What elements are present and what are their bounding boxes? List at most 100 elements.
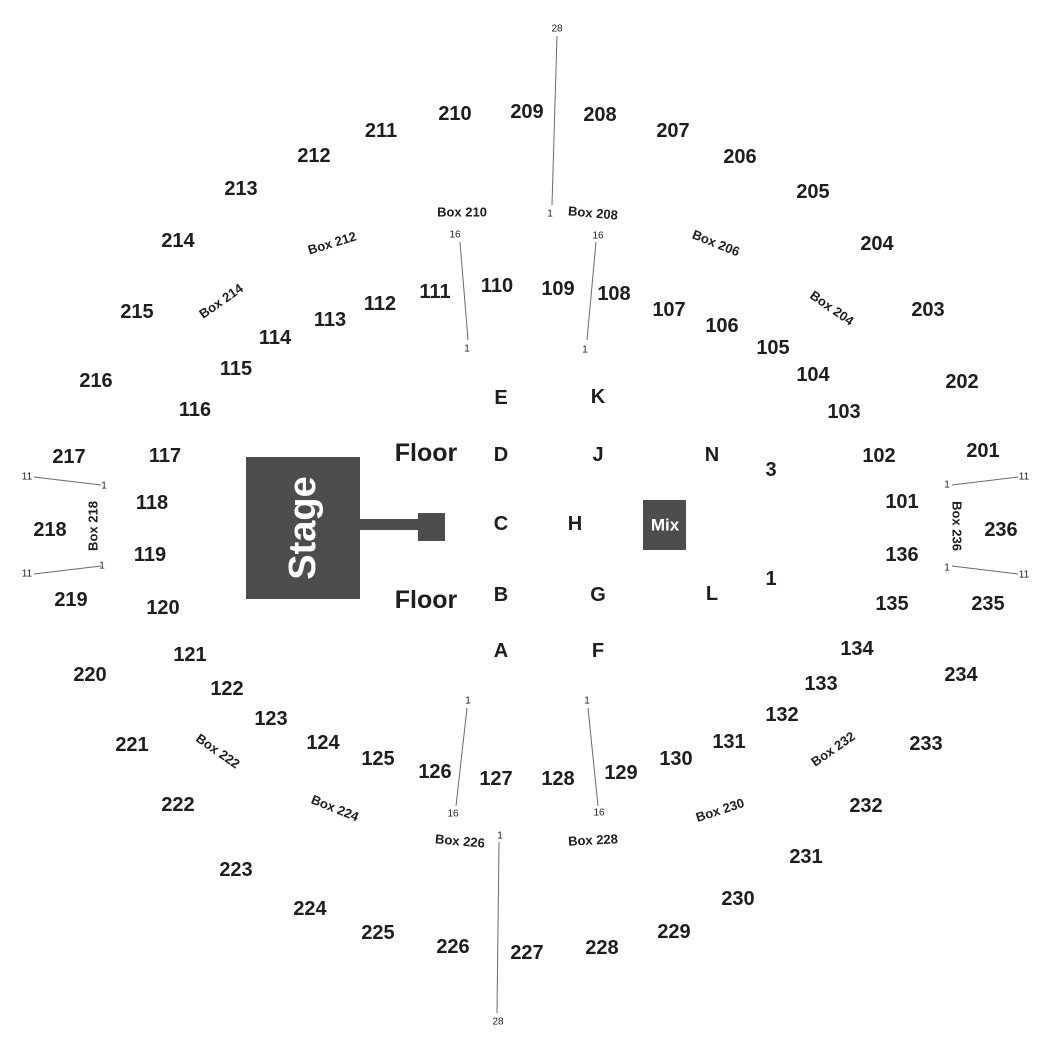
section-133[interactable]: 133 bbox=[804, 673, 837, 695]
section-136[interactable]: 136 bbox=[885, 544, 918, 566]
box-212[interactable]: Box 212 bbox=[306, 229, 358, 258]
section-129[interactable]: 129 bbox=[604, 762, 637, 784]
section-K[interactable]: K bbox=[591, 386, 606, 408]
section-117[interactable]: 117 bbox=[149, 445, 181, 467]
section-201[interactable]: 201 bbox=[966, 440, 999, 462]
section-207[interactable]: 207 bbox=[656, 120, 689, 142]
section-202[interactable]: 202 bbox=[945, 371, 978, 393]
section-111[interactable]: 111 bbox=[419, 281, 450, 303]
section-A[interactable]: A bbox=[494, 640, 508, 662]
section-230[interactable]: 230 bbox=[721, 888, 754, 910]
section-222[interactable]: 222 bbox=[161, 794, 194, 816]
section-107[interactable]: 107 bbox=[652, 299, 685, 321]
section-108[interactable]: 108 bbox=[597, 283, 630, 305]
section-B[interactable]: B bbox=[494, 584, 508, 606]
section-228[interactable]: 228 bbox=[585, 937, 618, 959]
section-134[interactable]: 134 bbox=[840, 638, 874, 660]
box-226[interactable]: Box 226 bbox=[435, 831, 486, 850]
section-208[interactable]: 208 bbox=[583, 104, 616, 126]
section-N[interactable]: N bbox=[705, 444, 719, 466]
section-224[interactable]: 224 bbox=[293, 898, 327, 920]
section-204[interactable]: 204 bbox=[860, 233, 894, 255]
section-209[interactable]: 209 bbox=[510, 101, 543, 123]
box-204[interactable]: Box 204 bbox=[807, 288, 857, 329]
section-227[interactable]: 227 bbox=[510, 942, 543, 964]
section-233[interactable]: 233 bbox=[909, 733, 942, 755]
section-232[interactable]: 232 bbox=[849, 795, 882, 817]
box-222[interactable]: Box 222 bbox=[193, 731, 242, 772]
box-206[interactable]: Box 206 bbox=[690, 227, 742, 260]
section-116[interactable]: 116 bbox=[179, 399, 211, 421]
section-206[interactable]: 206 bbox=[723, 146, 756, 168]
section-G[interactable]: G bbox=[590, 584, 606, 606]
section-130[interactable]: 130 bbox=[659, 748, 692, 770]
section-203[interactable]: 203 bbox=[911, 299, 944, 321]
section-131[interactable]: 131 bbox=[712, 731, 745, 753]
section-125[interactable]: 125 bbox=[361, 748, 394, 770]
section-1[interactable]: 1 bbox=[765, 568, 776, 590]
section-231[interactable]: 231 bbox=[789, 846, 822, 868]
section-127[interactable]: 127 bbox=[479, 768, 512, 790]
section-105[interactable]: 105 bbox=[756, 337, 789, 359]
box-218[interactable]: Box 218 bbox=[86, 501, 101, 551]
section-114[interactable]: 114 bbox=[259, 327, 292, 349]
section-118[interactable]: 118 bbox=[136, 492, 168, 514]
section-210[interactable]: 210 bbox=[438, 103, 471, 125]
section-205[interactable]: 205 bbox=[796, 181, 829, 203]
section-223[interactable]: 223 bbox=[219, 859, 252, 881]
section-122[interactable]: 122 bbox=[210, 678, 243, 700]
section-213[interactable]: 213 bbox=[224, 178, 257, 200]
section-235[interactable]: 235 bbox=[971, 593, 1004, 615]
section-112[interactable]: 112 bbox=[364, 293, 396, 315]
box-224[interactable]: Box 224 bbox=[309, 792, 362, 825]
section-121[interactable]: 121 bbox=[173, 644, 206, 666]
section-119[interactable]: 119 bbox=[134, 544, 166, 566]
section-217[interactable]: 217 bbox=[52, 446, 85, 468]
section-124[interactable]: 124 bbox=[306, 732, 340, 754]
box-236[interactable]: Box 236 bbox=[950, 501, 965, 551]
section-126[interactable]: 126 bbox=[418, 761, 451, 783]
section-J[interactable]: J bbox=[592, 444, 603, 466]
section-212[interactable]: 212 bbox=[297, 145, 330, 167]
section-225[interactable]: 225 bbox=[361, 922, 394, 944]
section-C[interactable]: C bbox=[494, 513, 508, 535]
section-218[interactable]: 218 bbox=[33, 519, 66, 541]
section-109[interactable]: 109 bbox=[541, 278, 574, 300]
section-F[interactable]: F bbox=[592, 640, 604, 662]
section-220[interactable]: 220 bbox=[73, 664, 106, 686]
section-120[interactable]: 120 bbox=[146, 597, 179, 619]
section-113[interactable]: 113 bbox=[314, 309, 346, 331]
section-215[interactable]: 215 bbox=[120, 301, 153, 323]
section-D[interactable]: D bbox=[494, 444, 508, 466]
section-123[interactable]: 123 bbox=[254, 708, 287, 730]
section-128[interactable]: 128 bbox=[541, 768, 574, 790]
box-228[interactable]: Box 228 bbox=[568, 831, 619, 849]
section-226[interactable]: 226 bbox=[436, 936, 469, 958]
section-221[interactable]: 221 bbox=[115, 734, 148, 756]
section-214[interactable]: 214 bbox=[161, 230, 195, 252]
box-210[interactable]: Box 210 bbox=[437, 205, 487, 220]
section-211[interactable]: 211 bbox=[365, 120, 397, 142]
section-102[interactable]: 102 bbox=[862, 445, 895, 467]
box-214[interactable]: Box 214 bbox=[196, 280, 246, 321]
section-135[interactable]: 135 bbox=[875, 593, 908, 615]
stage[interactable]: Stage bbox=[246, 457, 445, 599]
section-110[interactable]: 110 bbox=[481, 275, 513, 297]
section-219[interactable]: 219 bbox=[54, 589, 87, 611]
section-103[interactable]: 103 bbox=[827, 401, 860, 423]
section-234[interactable]: 234 bbox=[944, 664, 978, 686]
section-106[interactable]: 106 bbox=[705, 315, 738, 337]
section-229[interactable]: 229 bbox=[657, 921, 690, 943]
section-236[interactable]: 236 bbox=[984, 519, 1017, 541]
section-115[interactable]: 115 bbox=[220, 358, 252, 380]
section-101[interactable]: 101 bbox=[885, 491, 918, 513]
section-216[interactable]: 216 bbox=[79, 370, 112, 392]
box-230[interactable]: Box 230 bbox=[694, 795, 746, 825]
box-208[interactable]: Box 208 bbox=[568, 203, 619, 222]
mix-position[interactable]: Mix bbox=[643, 500, 686, 550]
section-132[interactable]: 132 bbox=[765, 704, 798, 726]
section-104[interactable]: 104 bbox=[796, 364, 830, 386]
section-L[interactable]: L bbox=[706, 583, 718, 605]
section-3[interactable]: 3 bbox=[765, 459, 776, 481]
box-232[interactable]: Box 232 bbox=[808, 729, 857, 770]
